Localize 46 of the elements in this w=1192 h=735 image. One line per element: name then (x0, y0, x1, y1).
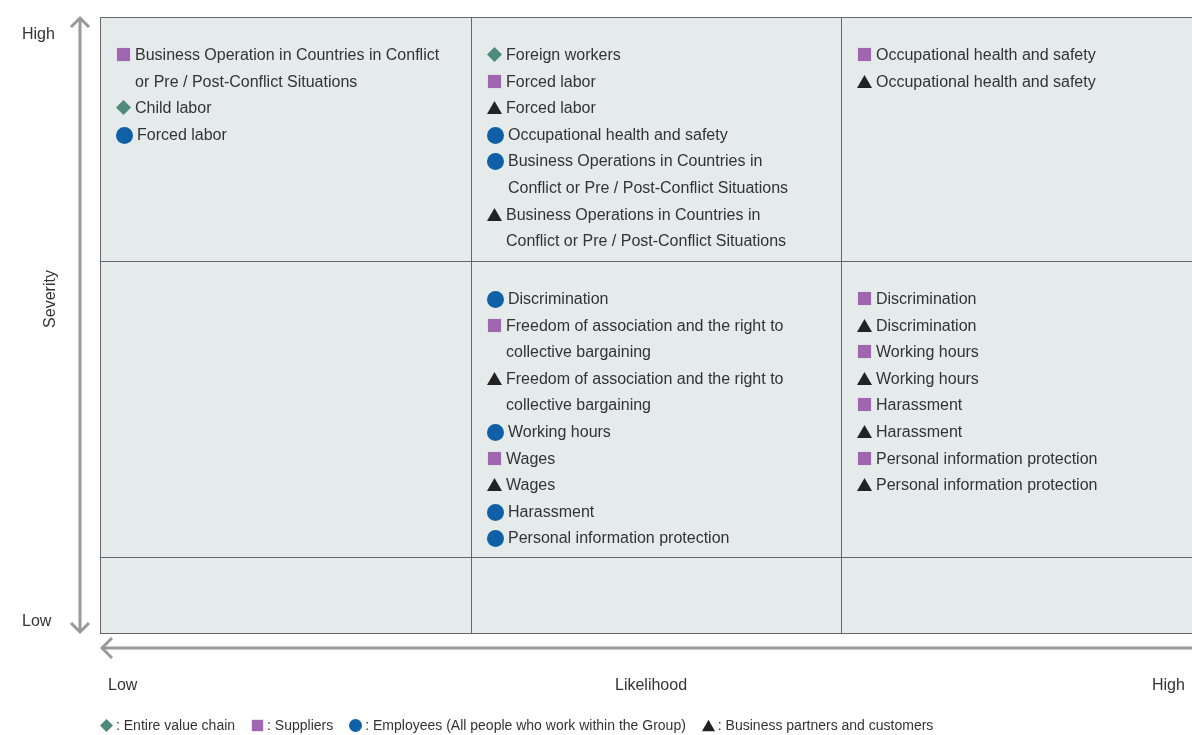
risk-item: Business Operation in Countries in Conflict or Pre / Post-Conflict Situations (135, 45, 441, 92)
risk-item: Personal information protection (876, 475, 1098, 496)
matrix-cell (471, 557, 842, 634)
legend-text: : Business partners and customers (717, 717, 934, 733)
axis-title: Likelihood (615, 676, 688, 694)
axis-label: High (22, 25, 55, 43)
risk-item: Personal information protection (508, 528, 730, 549)
matrix-cell (841, 557, 1192, 634)
matrix-cell (471, 17, 842, 262)
axis-label: Low (108, 676, 138, 694)
risk-item: Business Operations in Countries in Conflict or Pre / Post-Conflict Situations (508, 151, 790, 198)
risk-item: Discrimination (876, 315, 977, 336)
legend-text: : Suppliers (267, 717, 334, 733)
risk-item: Occupational health and safety (876, 71, 1096, 92)
matrix-cell (471, 261, 842, 558)
matrix-cell (100, 261, 472, 558)
risk-item: Forced labor (506, 71, 596, 92)
risk-item: Forced labor (137, 124, 227, 145)
risk-item: Child labor (135, 98, 212, 119)
risk-item: Working hours (876, 342, 979, 363)
risk-item: Occupational health and safety (508, 124, 728, 145)
risk-item: Foreign workers (506, 45, 621, 65)
risk-item: Discrimination (508, 289, 609, 309)
risk-item: Working hours (876, 368, 979, 389)
matrix-cell (100, 17, 472, 262)
risk-item: Harassment (876, 395, 963, 416)
risk-item: Freedom of association and the right to collective bargaining (506, 368, 785, 416)
axis-label: Low (22, 612, 52, 630)
risk-item: Harassment (876, 421, 963, 442)
risk-item: Working hours (508, 421, 611, 442)
risk-item: Wages (506, 475, 556, 496)
risk-item: Harassment (508, 501, 595, 522)
risk-item: Business Operations in Countries in Conflict or Pre / Post-Conflict Situations (506, 204, 788, 252)
risk-item: Freedom of association and the right to collective bargaining (506, 315, 785, 363)
legend-text: : Employees (All people who work within the Group) (365, 717, 686, 733)
matrix-cell (841, 261, 1192, 558)
risk-item: Discrimination (876, 289, 977, 309)
matrix-cell (841, 17, 1192, 262)
risk-item: Occupational health and safety (876, 45, 1096, 65)
axis-label: High (1152, 676, 1185, 694)
axis-title: Severity (41, 269, 59, 329)
risk-item: Personal information protection (876, 448, 1098, 469)
matrix-cell (100, 557, 472, 634)
risk-item: Wages (506, 448, 556, 469)
legend-text: : Entire value chain (116, 717, 236, 733)
risk-item: Forced labor (506, 98, 596, 119)
